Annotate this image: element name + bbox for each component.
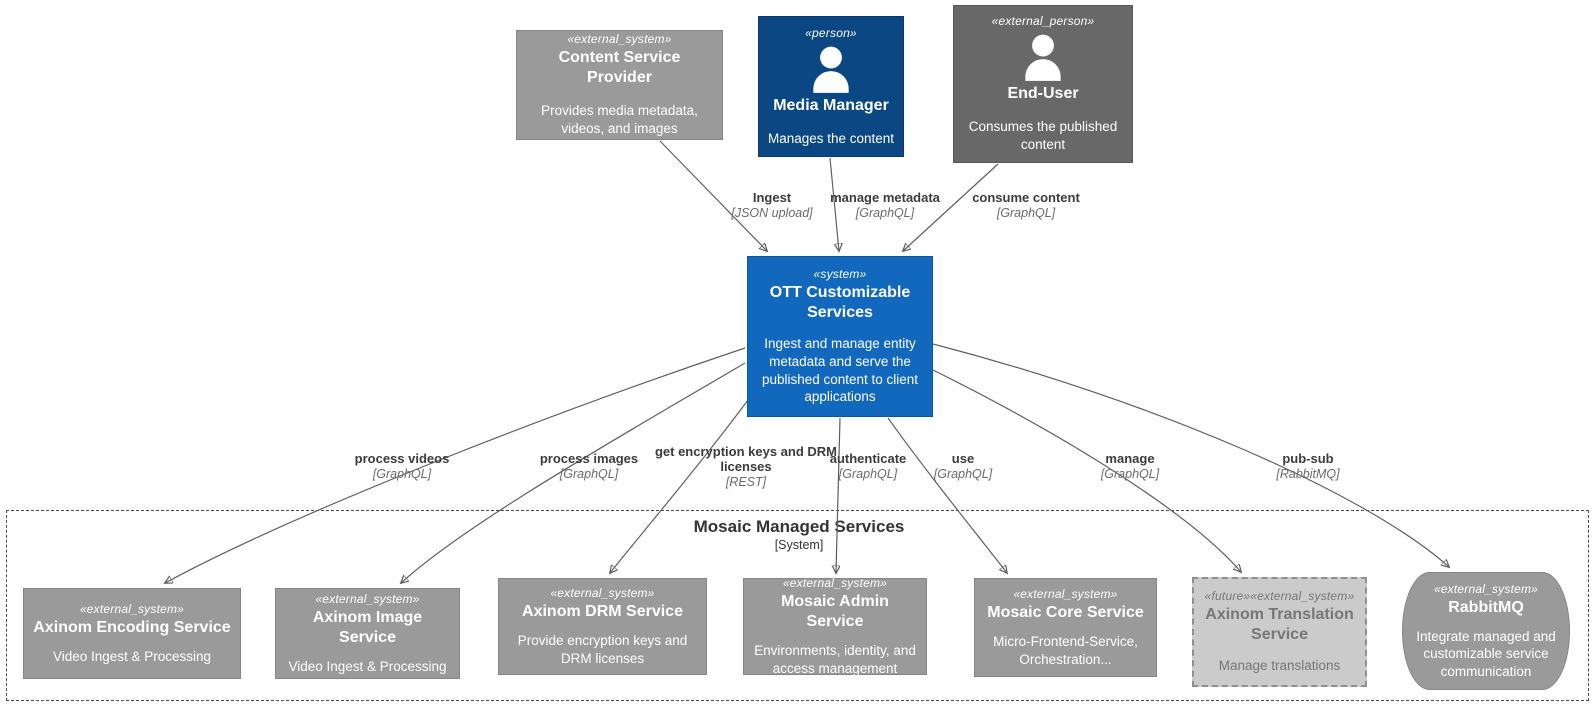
node-stereotype: «system» — [813, 267, 867, 282]
node-end-user: «external_person» End-User Consumes the … — [953, 5, 1133, 163]
person-icon — [813, 46, 849, 93]
node-rabbitmq: «external_system» RabbitMQ Integrate man… — [1402, 572, 1570, 690]
edge-tech-text: [GraphQL] — [838, 466, 898, 481]
node-description: Manage translations — [1218, 658, 1341, 674]
edge-label-drm-keys: get encryption keys and DRM licenses [RE… — [654, 444, 838, 490]
edge-label-text: get encryption keys and DRM licenses — [654, 444, 838, 474]
edge-tech-text: [GraphQL] — [1100, 466, 1160, 481]
node-stereotype: «external_system» — [550, 585, 655, 600]
node-axinom-image-service: «external_system» Axinom Image Service V… — [275, 588, 460, 679]
node-axinom-drm-service: «external_system» Axinom DRM Service Pro… — [498, 578, 707, 675]
node-axinom-translation-service: «future»«external_system» Axinom Transla… — [1192, 577, 1367, 687]
edge-label-text: manage — [1105, 451, 1155, 466]
edge-label-use: use [GraphQL] — [933, 451, 993, 482]
node-description: Video Ingest & Processing — [52, 648, 212, 664]
edge-label-authenticate: authenticate [GraphQL] — [829, 451, 907, 482]
node-name: Content Service Provider — [558, 49, 681, 87]
edge-label-text: pub-sub — [1282, 451, 1334, 466]
edge-tech-text: [GraphQL] — [372, 466, 432, 481]
person-icon — [1025, 35, 1061, 82]
edge-tech-text: [GraphQL] — [559, 466, 619, 481]
edge-label-text: process videos — [354, 451, 450, 466]
edge-label-text: Ingest — [752, 190, 792, 205]
boundary-title-text: Mosaic Managed Services — [693, 517, 905, 536]
system-boundary-mosaic-managed-services — [6, 510, 1589, 701]
node-description: Ingest and manage entity metadata and se… — [761, 336, 919, 405]
node-axinom-encoding-service: «external_system» Axinom Encoding Servic… — [23, 588, 241, 679]
node-name: Axinom Image Service — [312, 608, 423, 646]
node-stereotype: «external_system» — [1433, 581, 1539, 596]
node-description: Environments, identity, and access manag… — [754, 642, 916, 676]
node-name: RabbitMQ — [1448, 598, 1524, 616]
edge-tech-text: [GraphQL] — [996, 205, 1056, 220]
node-stereotype: «person» — [805, 25, 857, 40]
node-description: Consumes the published content — [968, 119, 1118, 152]
edge-label-text: manage metadata — [830, 190, 940, 205]
node-name: Mosaic Core Service — [987, 603, 1144, 621]
node-media-manager: «person» Media Manager Manages the conte… — [758, 16, 904, 157]
node-name: Axinom Encoding Service — [33, 618, 231, 636]
boundary-subtitle-text: [System] — [774, 538, 824, 552]
node-stereotype: «external_system» — [1013, 586, 1118, 601]
node-name: OTT Customizable Services — [769, 284, 911, 322]
node-stereotype: «external_system» — [79, 601, 185, 616]
edge-tech-text: [GraphQL] — [933, 466, 993, 481]
person-icon-stereotype: «external_person» — [991, 14, 1095, 29]
edge-tech-text: [GraphQL] — [855, 205, 915, 220]
node-mosaic-core-service: «external_system» Mosaic Core Service Mi… — [974, 578, 1157, 677]
edge-label-process-images: process images [GraphQL] — [539, 451, 639, 482]
edge-label-text: authenticate — [829, 451, 907, 466]
node-name: Mosaic Admin Service — [781, 592, 889, 630]
node-stereotype: «external_system» — [567, 32, 672, 47]
edge-tech-text: [REST] — [725, 474, 767, 489]
node-name: End-User — [1007, 85, 1079, 103]
node-description: Provides media metadata, videos, and ima… — [541, 103, 698, 136]
edge-label-text: consume content — [972, 190, 1080, 205]
node-description: Manages the content — [767, 130, 895, 146]
edge-label-text: process images — [539, 451, 639, 466]
edge-tech-text: [RabbitMQ] — [1276, 466, 1340, 481]
node-name: Axinom Translation Service — [1205, 606, 1354, 644]
node-mosaic-admin-service: «external_system» Mosaic Admin Service E… — [743, 575, 927, 676]
node-name: Media Manager — [773, 96, 889, 114]
node-description: Provide encryption keys and DRM licenses — [517, 632, 688, 666]
node-name: Axinom DRM Service — [522, 602, 683, 620]
node-stereotype: «future»«external_system» — [1204, 589, 1355, 604]
node-description: Video Ingest & Processing — [288, 658, 447, 674]
edge-label-manage: manage [GraphQL] — [1100, 451, 1160, 482]
edge-label-pub-sub: pub-sub [RabbitMQ] — [1276, 451, 1340, 482]
node-description: Micro-Frontend-Service, Orchestration... — [993, 633, 1138, 667]
node-stereotype: «external_system» — [782, 575, 888, 590]
edge-label-consume-content: consume content [GraphQL] — [972, 190, 1080, 221]
edge-label-ingest: Ingest [JSON upload] — [731, 190, 813, 221]
edge-label-manage-metadata: manage metadata [GraphQL] — [830, 190, 940, 221]
edge-label-text: use — [951, 451, 975, 466]
edge-label-process-videos: process videos [GraphQL] — [354, 451, 450, 482]
node-content-service-provider: «external_system» Content Service Provid… — [516, 30, 723, 140]
node-stereotype: «external_system» — [315, 591, 420, 606]
edge-tech-text: [JSON upload] — [731, 205, 813, 220]
node-description: Integrate managed and customizable servi… — [1416, 628, 1556, 679]
boundary-title: Mosaic Managed Services [System] — [694, 517, 905, 552]
node-ott-customizable-services: «system» OTT Customizable Services Inges… — [747, 256, 933, 417]
